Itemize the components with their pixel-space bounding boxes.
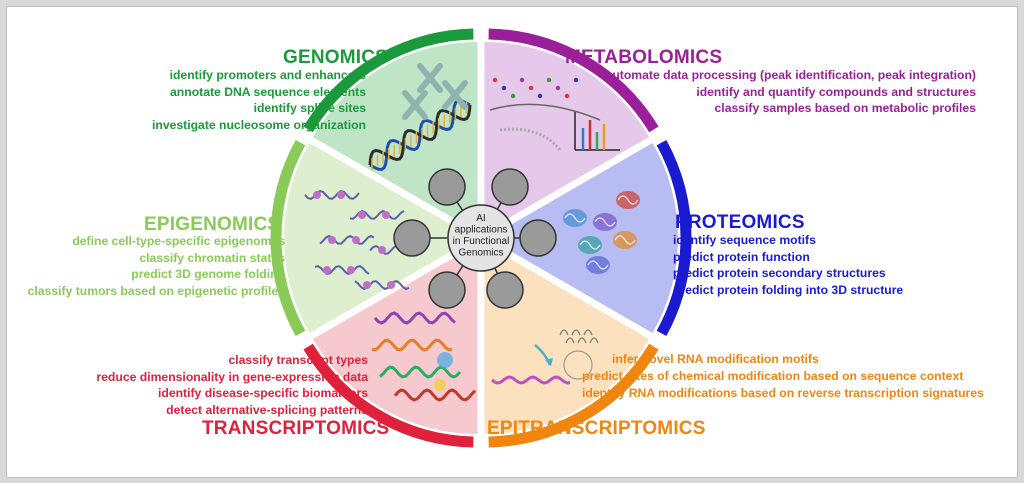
transcriptomics-item: detect alternative-splicing patterns <box>166 402 368 417</box>
genomics-ring <box>303 28 474 133</box>
hub-node <box>486 271 524 309</box>
transcriptomics-items: classify transcript types reduce dimensi… <box>96 352 368 418</box>
genomics-title: GENOMICS <box>283 47 389 68</box>
transcriptomics-item: reduce dimensionality in gene-expression… <box>96 369 368 384</box>
epitranscriptomics-title: EPITRANSCRIPTOMICS <box>487 418 706 439</box>
epigenomics-sector <box>270 139 474 337</box>
epigenomics-item: classify chromatin states <box>139 250 285 265</box>
proteomics-item: predict protein folding into 3D structur… <box>673 282 904 297</box>
epitranscriptomics-item: infer novel RNA modification motifs <box>612 352 819 366</box>
genomics-item: annotate DNA sequence elements <box>170 84 366 99</box>
metabolomics-item: identify and quantify compounds and stru… <box>696 84 976 99</box>
metabolomics-item: classify samples based on metabolic prof… <box>714 101 976 115</box>
epigenomics-item: define cell-type-specific epigenomes <box>72 234 285 248</box>
hub-center <box>447 204 515 272</box>
metabolomics-items: automate data processing (peak identific… <box>606 67 976 117</box>
proteomics-item: predict protein secondary structures <box>673 266 886 280</box>
proteomics-item: predict protein function <box>673 249 810 264</box>
transcriptomics-ring <box>303 343 474 448</box>
epitranscriptomics-item: predict sites of chemical modification b… <box>582 369 964 383</box>
metabolomics-chart-illustration <box>489 77 620 151</box>
hub-center-label: Genomics <box>458 248 503 259</box>
rna-structure-illustration <box>491 329 599 385</box>
epigenomics-items: define cell-type-specific epigenomes cla… <box>28 233 285 299</box>
epitranscriptomics-sector <box>484 244 659 448</box>
dna-helix-illustration <box>368 63 472 171</box>
hub-node <box>519 219 557 257</box>
hub-node <box>393 219 431 257</box>
transcriptomics-title: TRANSCRIPTOMICS <box>202 418 390 439</box>
epitranscriptomics-wedge <box>484 244 650 435</box>
genomics-items: identify promoters and enhancers annotat… <box>152 67 366 133</box>
epitranscriptomics-ring <box>488 343 659 448</box>
hub-center-label: in Functional <box>453 236 510 247</box>
metabolomics-ring <box>488 28 659 133</box>
epitranscriptomics-items-2: predict sites of chemical modification b… <box>582 368 984 401</box>
proteomics-ring <box>656 139 692 337</box>
genomics-item: identify splice sites <box>253 101 366 115</box>
hub-center-label: applications <box>455 225 508 236</box>
epigenomics-item: classify tumors based on epigenetic prof… <box>27 283 285 298</box>
proteomics-title: PROTEOMICS <box>675 212 805 233</box>
epigenomics-wedge <box>284 143 474 333</box>
proteomics-item: identify sequence motifs <box>673 233 816 247</box>
metabolomics-item: automate data processing (peak identific… <box>605 68 976 82</box>
genomics-item: identify promoters and enhancers <box>169 68 366 82</box>
rna-transcripts-illustration <box>371 311 477 402</box>
metabolomics-title: METABOLOMICS <box>565 47 723 68</box>
protein-structures-illustration <box>563 191 640 274</box>
epitranscriptomics-items: infer novel RNA modification motifs <box>612 351 819 368</box>
epigenomics-title: EPIGENOMICS <box>144 214 281 235</box>
hub-node <box>428 168 466 206</box>
proteomics-items: identify sequence motifs predict protein… <box>673 232 903 298</box>
transcriptomics-item: classify transcript types <box>228 353 368 367</box>
hub-node <box>428 271 466 309</box>
epigenomics-ring <box>270 139 306 337</box>
epigenomics-item: predict 3D genome folding <box>131 267 285 281</box>
hub-node <box>491 168 529 206</box>
epitranscriptomics-item: identify RNA modifications based on reve… <box>582 385 984 400</box>
transcriptomics-item: identify disease-specific biomarkers <box>158 386 368 400</box>
hub-center-label: AI <box>476 213 485 224</box>
genomics-item: investigate nucleosome organization <box>151 117 366 132</box>
